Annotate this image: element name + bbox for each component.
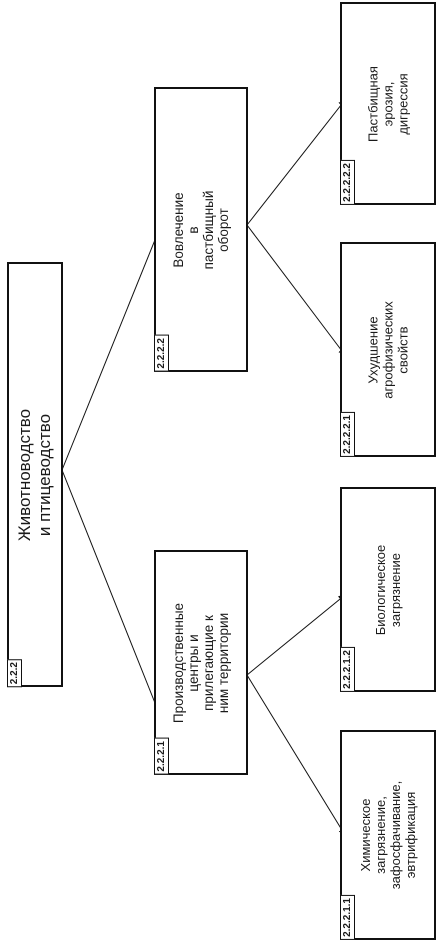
- node-2222: Вовлечение в пастбищный оборот 2.2.2.2: [154, 87, 248, 372]
- node-22211-text: Химическое загрязнение, зафосфачивание, …: [358, 780, 418, 890]
- node-2221: Производственные центры и прилегающие к …: [154, 550, 248, 775]
- node-22222-code: 2.2.2.2.2: [340, 160, 355, 205]
- node-22212: Биологическое загрязнение 2.2.2.1.2: [340, 487, 436, 692]
- node-22212-text: Биологическое загрязнение: [373, 544, 403, 635]
- node-22222-text: Пастбищная эрозия, дигрессия: [365, 65, 411, 142]
- node-22212-code: 2.2.2.1.2: [340, 647, 355, 692]
- node-2221-text: Производственные центры и прилегающие к …: [171, 602, 231, 723]
- root-node-title: Животноводство и птицеводство: [15, 408, 54, 541]
- root-node-code: 2.2.2: [7, 658, 22, 687]
- node-22211: Химическое загрязнение, зафосфачивание, …: [340, 730, 436, 940]
- node-22221-code: 2.2.2.2.1: [340, 412, 355, 457]
- node-22221: Ухудшение агрофизических свойств 2.2.2.2…: [340, 242, 436, 457]
- node-2222-code: 2.2.2.2: [154, 335, 169, 372]
- arrow-2221-to-22212: [246, 594, 346, 676]
- arrow-2221-to-22211: [246, 674, 346, 836]
- node-22221-text: Ухудшение агрофизических свойств: [365, 300, 411, 399]
- arrow-2222-to-22222: [246, 99, 346, 226]
- node-22211-code: 2.2.2.1.1: [340, 895, 355, 940]
- node-22222: Пастбищная эрозия, дигрессия 2.2.2.2.2: [340, 2, 436, 205]
- root-node: Животноводство и птицеводство 2.2.2: [7, 262, 63, 687]
- arrow-root-to-2221: [61, 469, 162, 719]
- node-2221-code: 2.2.2.1: [154, 738, 169, 775]
- arrow-root-to-2222: [61, 224, 162, 471]
- node-2222-text: Вовлечение в пастбищный оборот: [171, 190, 231, 269]
- arrow-2222-to-22221: [246, 224, 346, 356]
